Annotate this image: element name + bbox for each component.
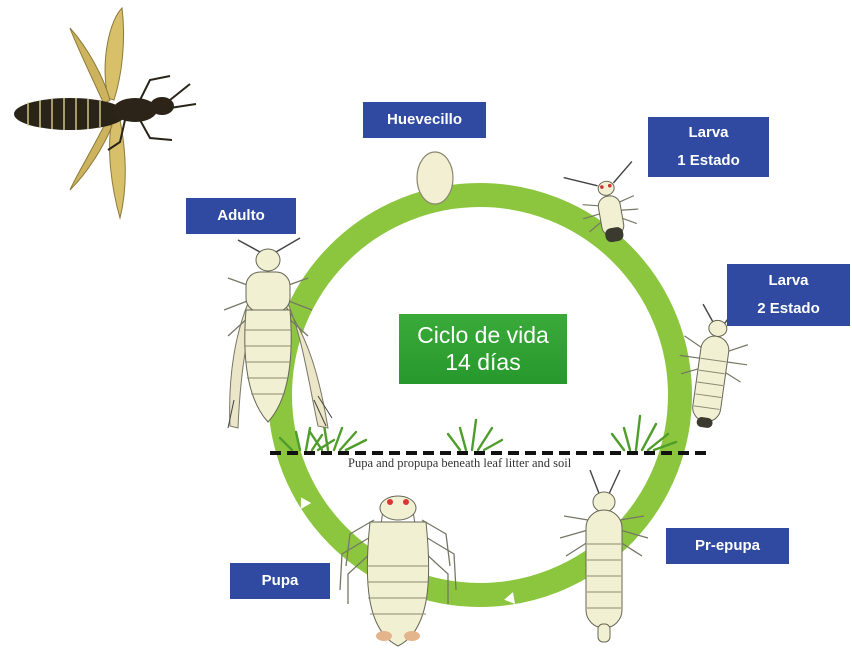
winged-thrips-icon [14, 8, 196, 218]
label-pupa: Pupa [230, 563, 330, 599]
label-larva-2: Larva 2 Estado [727, 264, 850, 326]
prepupa-icon [560, 470, 648, 642]
label-adulto: Adulto [186, 198, 296, 234]
cycle-line1: Ciclo de vida [417, 322, 549, 349]
larva-1-line1: Larva [688, 119, 728, 147]
arrow-icon [554, 182, 568, 197]
egg-icon [417, 152, 453, 204]
soil-caption: Pupa and propupa beneath leaf litter and… [348, 456, 571, 471]
label-prepupa: Pr-epupa [666, 528, 789, 564]
pupa-text: Pupa [262, 567, 299, 595]
larva-2-line1: Larva [768, 267, 808, 295]
arrow-icon [345, 204, 360, 220]
arrow-icon [663, 272, 679, 287]
huevecillo-text: Huevecillo [387, 106, 462, 134]
label-huevecillo: Huevecillo [363, 102, 486, 138]
arrow-icon [673, 479, 688, 493]
larva-1-line2: 1 Estado [677, 147, 740, 175]
larva-2-line2: 2 Estado [757, 295, 820, 323]
pupa-icon [340, 496, 456, 646]
label-larva-1: Larva 1 Estado [648, 117, 769, 177]
cycle-line2: 14 días [445, 349, 520, 376]
adulto-text: Adulto [217, 202, 264, 230]
grass-icon [280, 416, 676, 450]
prepupa-text: Pr-epupa [695, 532, 760, 560]
diagram-title [318, 0, 548, 12]
cycle-duration-box: Ciclo de vida 14 días [399, 314, 567, 384]
